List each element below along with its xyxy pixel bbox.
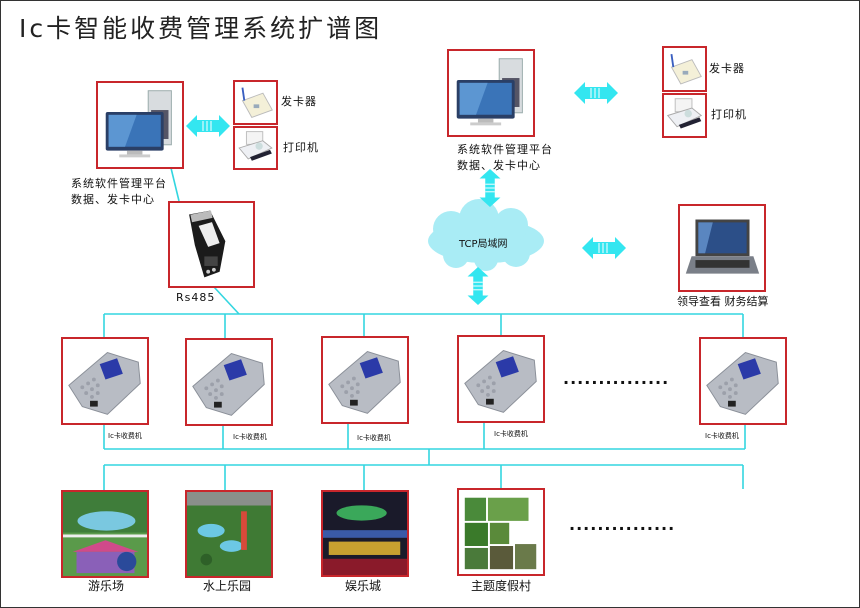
card-issuer-label: 发卡器 <box>709 62 745 75</box>
card-reader-icon <box>664 48 705 90</box>
desktop-computer-icon <box>98 83 182 167</box>
entertainment-city-photo <box>323 492 407 575</box>
laptop-label: 领导查看 财务结算 <box>677 295 769 308</box>
printer-label: 打印机 <box>711 108 747 121</box>
terminal-label: Ic卡收费机 <box>705 432 739 440</box>
venue-label: 主题度假村 <box>471 579 532 593</box>
card-terminal-icon <box>187 340 271 424</box>
rs485-converter <box>168 201 255 288</box>
printer-right <box>662 93 707 138</box>
terminal-label: Ic卡收费机 <box>108 432 142 440</box>
double-arrow-icon <box>582 237 626 259</box>
rs485-label: Rs485 <box>176 291 216 304</box>
theme-resort-photo <box>459 490 543 574</box>
vertical-double-arrow-icon <box>467 267 489 305</box>
card-reader-icon <box>235 82 276 123</box>
venues-ellipsis: ............... <box>569 515 676 534</box>
terminal-label: Ic卡收费机 <box>494 430 528 438</box>
venue-amusement-park <box>61 490 149 578</box>
cloud-icon <box>428 199 544 271</box>
venue-label: 游乐场 <box>88 579 125 593</box>
card-terminal-icon <box>63 339 147 423</box>
terminal-4 <box>457 335 545 423</box>
vertical-double-arrow-icon <box>479 169 501 207</box>
diagram-title: Ic卡智能收费管理系统扩谱图 <box>19 14 383 43</box>
printer-label: 打印机 <box>283 141 319 154</box>
laptop-box <box>678 204 766 292</box>
platform-label-line1: 系统软件管理平台 <box>71 177 167 190</box>
network-label: TCP局域网 <box>459 239 508 250</box>
laptop-icon <box>680 206 764 290</box>
terminal-1 <box>61 337 149 425</box>
terminal-label: Ic卡收费机 <box>357 434 391 442</box>
card-issuer-left <box>233 80 278 125</box>
printer-icon <box>664 95 705 136</box>
terminal-5 <box>699 337 787 425</box>
card-terminal-icon <box>701 339 785 423</box>
terminal-label: Ic卡收费机 <box>233 433 267 441</box>
server-pc-right <box>447 49 535 137</box>
terminal-3 <box>321 336 409 424</box>
printer-icon <box>235 128 276 168</box>
platform-label-line2: 数据、发卡中心 <box>71 193 155 206</box>
water-park-photo <box>187 492 271 576</box>
server-pc-left <box>96 81 184 169</box>
rs485-converter-icon <box>170 203 253 286</box>
card-terminal-icon <box>459 337 543 421</box>
venue-label: 水上乐园 <box>203 579 252 593</box>
venue-label: 娱乐城 <box>345 579 382 593</box>
venue-water-park <box>185 490 273 578</box>
terminal-2 <box>185 338 273 426</box>
card-issuer-right <box>662 46 707 92</box>
platform-label-line1: 系统软件管理平台 <box>457 143 553 156</box>
venue-entertainment-city <box>321 490 409 577</box>
printer-left <box>233 126 278 170</box>
desktop-computer-icon <box>449 51 533 135</box>
venue-theme-resort <box>457 488 545 576</box>
card-terminal-icon <box>323 338 407 422</box>
card-issuer-label: 发卡器 <box>281 95 317 108</box>
amusement-park-photo <box>63 492 147 576</box>
rs485-to-bus-line <box>213 286 240 315</box>
double-arrow-icon <box>574 82 618 104</box>
pc-to-rs485-line <box>170 167 180 202</box>
double-arrow-icon <box>186 115 230 137</box>
platform-label-line2: 数据、发卡中心 <box>457 159 541 172</box>
terminals-ellipsis: ............... <box>563 369 670 388</box>
